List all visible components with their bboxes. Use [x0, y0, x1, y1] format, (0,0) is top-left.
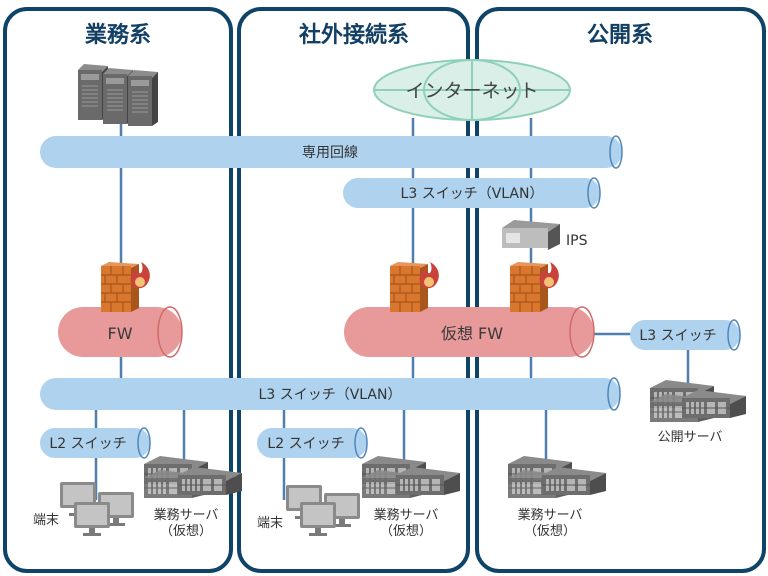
- l3-switch-external-label: L3 スイッチ（VLAN）: [401, 186, 544, 202]
- public-server-icon: [649, 379, 747, 423]
- zone-external: [237, 7, 470, 573]
- l2-switch-external: L2 スイッチ: [257, 427, 368, 459]
- business-server-cluster-icon: [77, 63, 159, 127]
- public-server-label: 公開サーバ: [658, 430, 723, 445]
- l2-switch-business-label: L2 スイッチ: [49, 436, 126, 452]
- ips-label: IPS: [566, 233, 588, 249]
- zone-title-public: 公開系: [587, 23, 653, 48]
- internet-cloud: インターネット: [373, 59, 571, 121]
- zone-public: [475, 7, 766, 573]
- firewall-icon: [509, 261, 560, 313]
- virtual-fw: 仮想 FW: [344, 306, 595, 358]
- biz-server-public-icon: [507, 455, 607, 499]
- firewall-icon: [389, 261, 440, 313]
- ips-device: IPS: [502, 220, 588, 250]
- internet-label: インターネット: [405, 80, 538, 102]
- l2-switch-external-label: L2 スイッチ: [267, 436, 344, 452]
- l3-switch-core-label: L3 スイッチ（VLAN）: [259, 387, 402, 403]
- l3-switch-core: L3 スイッチ（VLAN）: [40, 377, 621, 411]
- l3-switch-external: L3 スイッチ（VLAN）: [343, 177, 601, 209]
- biz-server-business-label-sub: （仮想）: [160, 523, 212, 539]
- fw-business-label: FW: [107, 324, 132, 343]
- terminal-external-icon: [286, 485, 360, 536]
- dedicated-line: 専用回線: [40, 135, 623, 169]
- biz-server-external-label: 業務サーバ: [374, 507, 439, 523]
- biz-server-public-label-sub: （仮想）: [524, 523, 576, 539]
- terminal-external-label: 端末: [257, 516, 283, 531]
- biz-server-external-icon: [361, 455, 461, 499]
- zone-title-external: 社外接続系: [299, 22, 409, 48]
- zone-business: [3, 7, 233, 573]
- terminal-business-label: 端末: [33, 513, 59, 528]
- firewall-icon: [100, 261, 151, 313]
- l2-switch-business: L2 スイッチ: [40, 427, 151, 459]
- virtual-fw-label: 仮想 FW: [441, 324, 503, 343]
- zone-title-business: 業務系: [85, 22, 151, 48]
- biz-server-business-label: 業務サーバ: [154, 507, 219, 523]
- biz-server-public-label: 業務サーバ: [518, 507, 583, 523]
- dedicated-line-label: 専用回線: [302, 145, 358, 161]
- l3-switch-public-label: L3 スイッチ: [639, 328, 716, 344]
- biz-server-external-label-sub: （仮想）: [380, 523, 432, 539]
- biz-server-business-icon: [143, 455, 243, 499]
- fw-business: FW: [58, 306, 183, 358]
- l3-switch-public: L3 スイッチ: [630, 319, 741, 351]
